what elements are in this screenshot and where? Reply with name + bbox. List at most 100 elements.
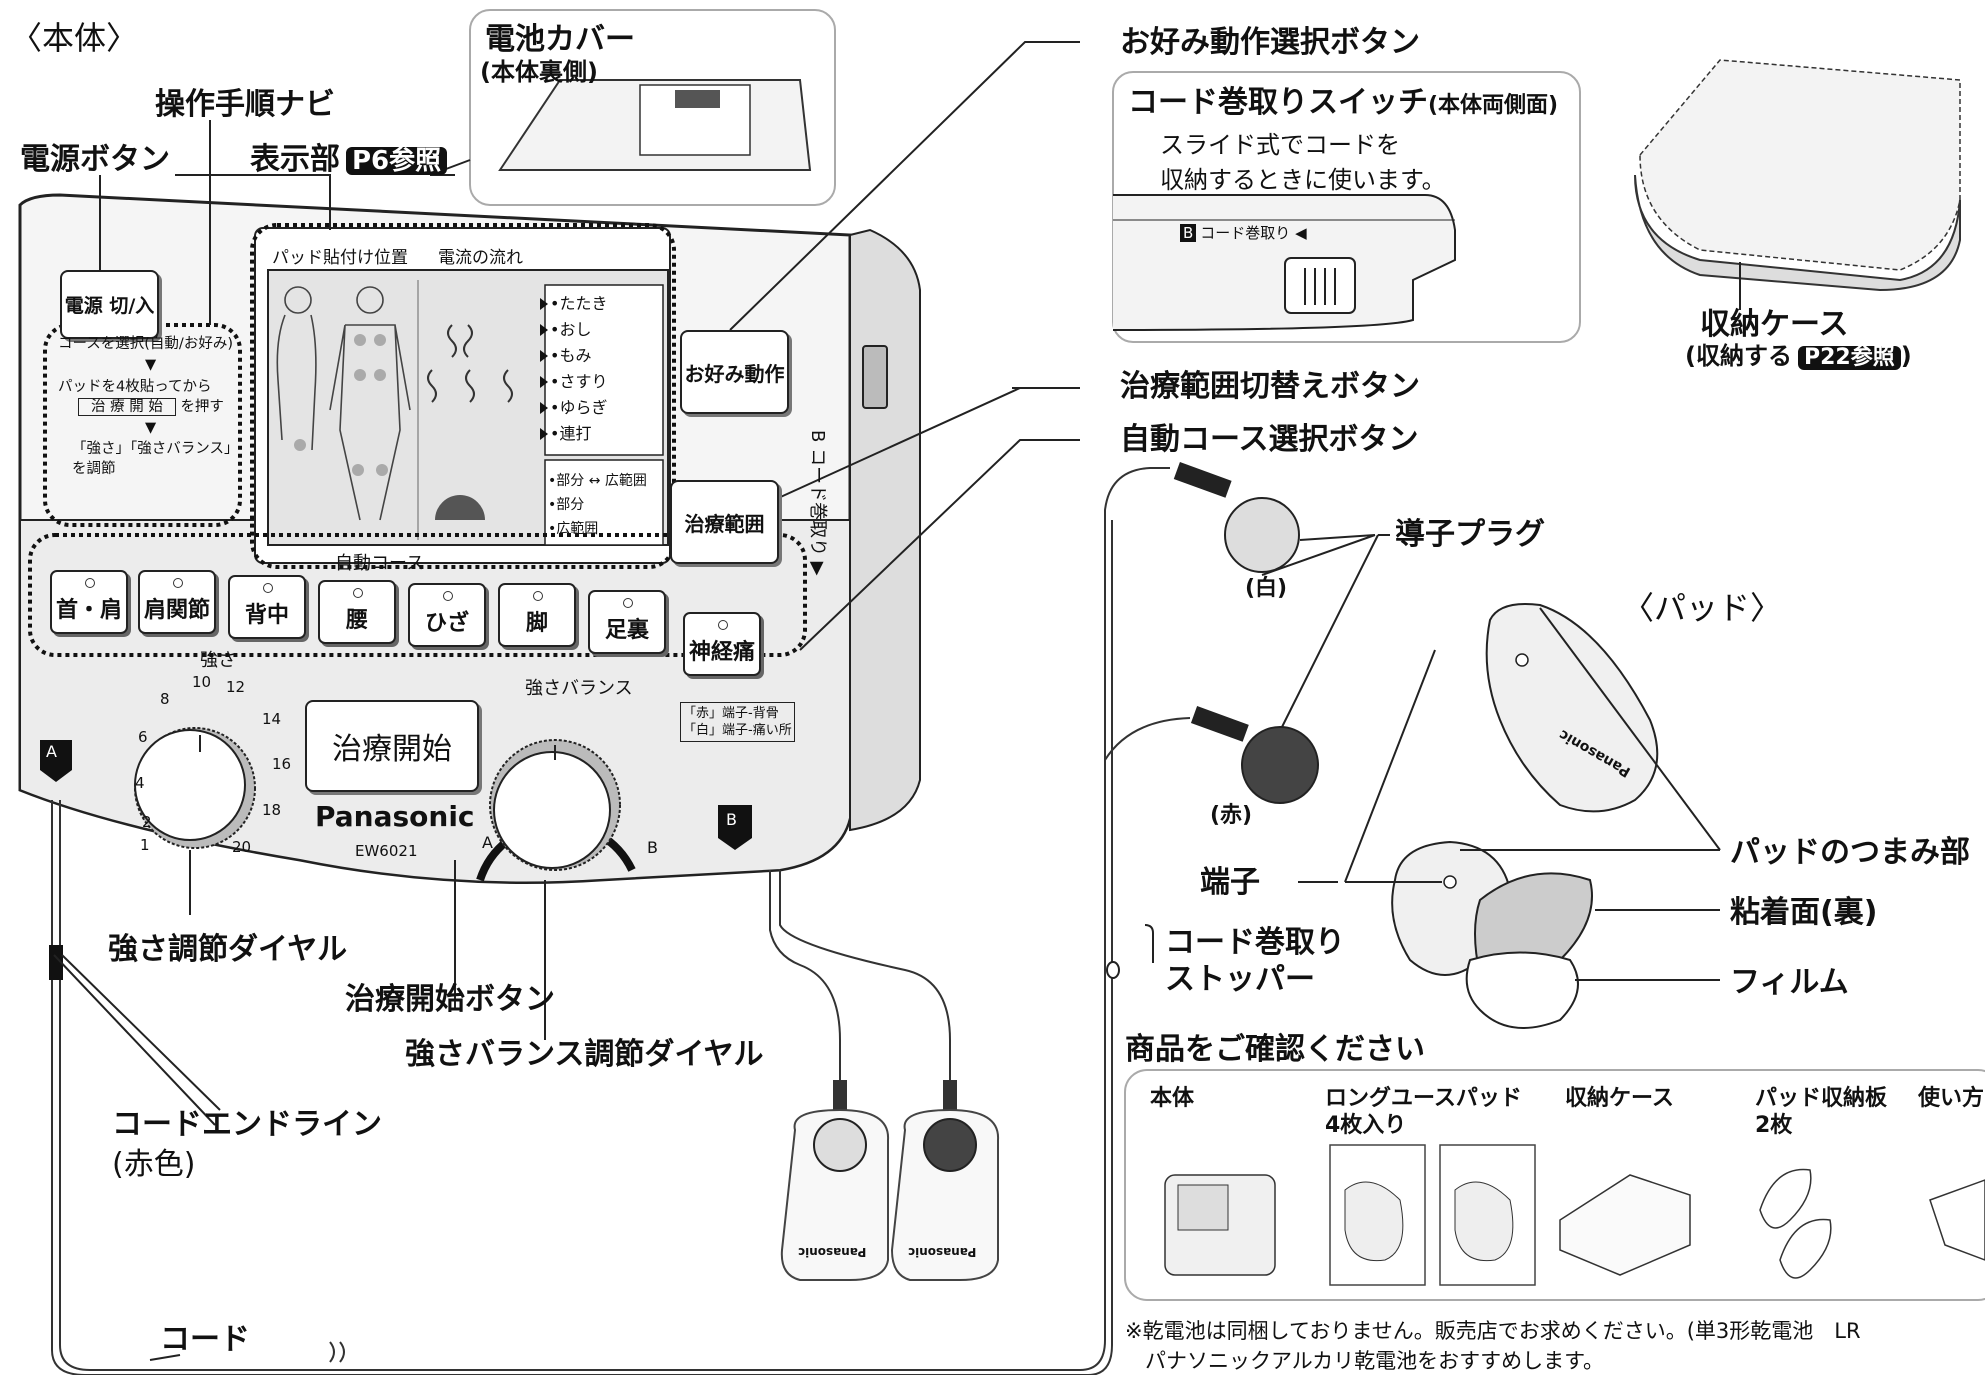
navi-arrow-2: ▼ (145, 420, 157, 436)
navi-step-2: パッドを4枚貼ってから (58, 379, 212, 395)
strength-dial[interactable] (135, 730, 245, 840)
cord-switch-desc-2: 収納するときに使います。 (1160, 166, 1446, 194)
section-title-main: 〈本体〉 (10, 19, 139, 57)
range-1: •部分 ↔ 広範囲 (548, 473, 647, 489)
course-button-sole[interactable]: 足裏 (588, 590, 666, 654)
terminal-label: 端子 (1200, 865, 1260, 900)
section-title-pad: 〈パッド〉 (1622, 589, 1783, 627)
power-button[interactable]: 電源 切/入 (60, 270, 159, 339)
balance-a-label: A (482, 833, 493, 852)
course-button-neck-shoulder[interactable]: 首・肩 (50, 570, 128, 634)
range-2: •部分 (548, 497, 585, 513)
film-label: フィルム (1730, 965, 1849, 1000)
brand-logo: Panasonic (315, 800, 475, 833)
cord-switch-desc-1: スライド式でコードを (1160, 131, 1400, 159)
contents-item-pads: ロングユースパッド (1325, 1086, 1522, 1111)
contents-item-board: パッド収納板 (1755, 1086, 1888, 1111)
side-cord-winder-label: B コード巻取り ▶ (807, 430, 828, 576)
screen-header-1: パッド貼付け位置 (272, 248, 408, 268)
strength-dial-label: 強さ調節ダイヤル (108, 932, 348, 967)
corner-a-label: A (46, 742, 57, 761)
movement-4: •さすり (550, 372, 608, 391)
course-button-back[interactable]: 背中 (228, 575, 306, 639)
movement-2: •おし (550, 320, 592, 339)
strength-tick-2: 2 (142, 813, 152, 831)
storage-case-label: 収納ケース (1700, 307, 1849, 342)
cord-stopper-label-1: コード巻取り (1165, 925, 1345, 960)
course-button-waist[interactable]: 腰 (318, 580, 396, 644)
navi-arrow-1: ▼ (145, 357, 157, 373)
strength-title: 強さ (200, 650, 236, 671)
plug-red-label: (赤) (1210, 803, 1253, 828)
auto-course-select-label: 自動コース選択ボタン (1120, 422, 1419, 457)
terminal-note: 「赤」端子-背骨「白」端子-痛い所 (680, 702, 795, 742)
strength-tick-16: 16 (272, 755, 292, 773)
strength-tick-1: 1 (140, 836, 150, 854)
course-button-neuralgia[interactable]: 神経痛 (683, 612, 761, 676)
auto-course-title: 自動コース (335, 553, 425, 574)
pad-brand-2: Panasonic (908, 1245, 977, 1259)
battery-note-2: パナソニックアルカリ乾電池をおすすめします。 (1145, 1349, 1605, 1373)
strength-tick-10: 10 (192, 673, 212, 691)
range-button[interactable]: 治療範囲 (670, 480, 779, 564)
start-button-label: 治療開始ボタン (345, 982, 555, 1017)
strength-tick-6: 6 (138, 728, 148, 746)
plug-white-label: (白) (1245, 576, 1288, 601)
favorite-button[interactable]: お好み動作 (680, 330, 789, 414)
navi-step-2-line: 治 療 開 始 を押す (78, 398, 224, 417)
navi-step-1: コースを選択(自動/お好み) (58, 336, 233, 352)
course-button-leg[interactable]: 脚 (498, 583, 576, 647)
contents-item-case: 収納ケース (1565, 1086, 1674, 1111)
movement-1: •たたき (550, 294, 608, 313)
movement-6: •連打 (550, 424, 592, 443)
corner-b-label: B (726, 810, 737, 829)
strength-tick-14: 14 (262, 710, 282, 728)
cord-stopper-label-2: ストッパー (1165, 962, 1315, 997)
favorite-select-label: お好み動作選択ボタン (1120, 25, 1420, 60)
navi-step-3: 「強さ」「強さバランス」 (72, 441, 239, 457)
pad-grip-label: パッドのつまみ部 (1730, 835, 1970, 870)
range-3: •広範囲 (548, 521, 599, 537)
contents-item-manual: 使い方 (1918, 1086, 1985, 1111)
model-number: EW6021 (355, 842, 418, 860)
contents-item-main: 本体 (1150, 1086, 1195, 1111)
cord-switch-title: コード巻取りスイッチ(本体両側面) (1128, 85, 1559, 120)
display-ref-badge: P6参照 (346, 147, 448, 175)
side-cord-switch[interactable] (862, 345, 888, 409)
balance-b-label: B (647, 838, 658, 857)
power-button-label: 電源ボタン (20, 142, 170, 177)
course-button-knee[interactable]: ひざ (408, 583, 486, 647)
treatment-range-label: 治療範囲切替えボタン (1120, 369, 1420, 404)
cord-end-line-label: コードエンドライン (112, 1107, 382, 1142)
balance-title: 強さバランス (525, 678, 633, 699)
screen-header-2: 電流の流れ (438, 248, 523, 268)
course-button-shoulder-joint[interactable]: 肩関節 (138, 570, 216, 634)
strength-tick-18: 18 (262, 801, 282, 819)
battery-cover-sub: (本体裏側) (480, 58, 598, 86)
battery-cover-label: 電池カバー (485, 22, 635, 57)
movement-5: •ゆらぎ (550, 398, 608, 417)
battery-note-1: ※乾電池は同梱しておりません。販売店でお求めください。(単3形乾電池 LR (1125, 1319, 1861, 1343)
start-button[interactable]: 治療開始 (305, 700, 479, 792)
contents-item-board-qty: 2枚 (1755, 1113, 1793, 1138)
strength-tick-12: 12 (226, 678, 246, 696)
contents-title: 商品をご確認ください (1125, 1032, 1425, 1067)
strength-tick-20: 20 (232, 838, 252, 856)
pad-brand-1: Panasonic (798, 1245, 867, 1259)
movement-3: •もみ (550, 346, 592, 365)
contents-item-pads-qty: 4枚入り (1325, 1113, 1407, 1138)
balance-dial[interactable] (494, 752, 610, 868)
balance-dial-label: 強さバランス調節ダイヤル (405, 1037, 764, 1072)
cord-label: コード (160, 1322, 250, 1357)
conductor-plug-label: 導子プラグ (1395, 517, 1545, 552)
strength-tick-8: 8 (160, 690, 170, 708)
strength-tick-4: 4 (135, 774, 145, 792)
adhesive-side-label: 粘着面(裏) (1730, 895, 1878, 930)
operation-navi-label: 操作手順ナビ (155, 87, 335, 122)
cord-end-line-color: (赤色) (112, 1147, 196, 1182)
navi-step-4: を調節 (72, 461, 116, 477)
